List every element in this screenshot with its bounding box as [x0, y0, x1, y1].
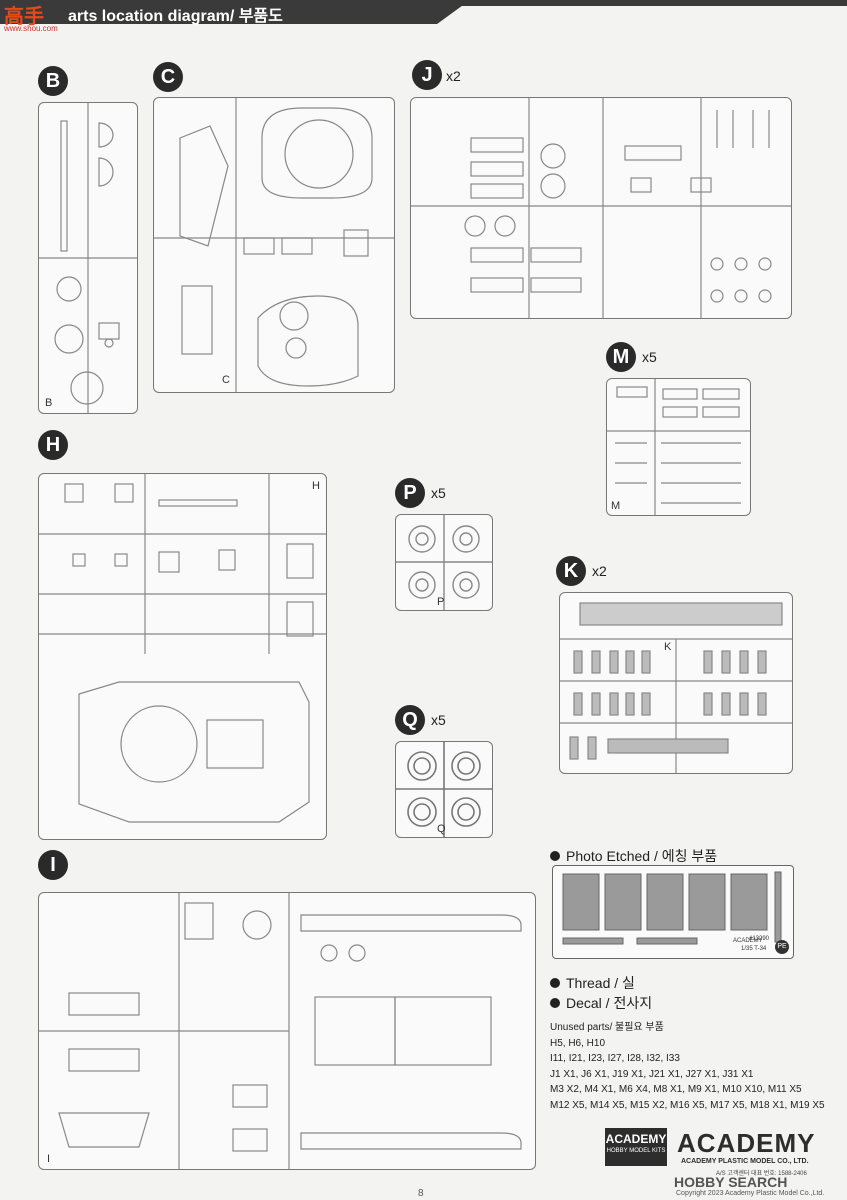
- sprue-letter-j: J: [412, 60, 442, 90]
- sprue-letter-i: I: [38, 850, 68, 880]
- sprue-letter-k: K: [556, 556, 586, 586]
- unused-line: M3 X2, M4 X1, M6 X4, M8 X1, M9 X1, M10 X…: [550, 1084, 802, 1095]
- bullet-icon: [550, 998, 560, 1008]
- sprue-p-multiplier: x5: [431, 485, 446, 501]
- sprue-m-frame: M: [606, 378, 751, 516]
- sprue-h-corner-label: H: [312, 480, 320, 492]
- legend-thread: Thread / 실: [550, 973, 635, 993]
- header-bar-line: [448, 0, 847, 6]
- sprue-letter-h: H: [38, 430, 68, 460]
- sprue-m-multiplier: x5: [642, 349, 657, 365]
- unused-title: Unused parts/ 불필요 부품: [550, 1022, 664, 1033]
- sprue-j-frame: [410, 97, 792, 319]
- sprue-k-frame: K: [559, 592, 793, 774]
- unused-line: I11, I21, I23, I27, I28, I32, I33: [550, 1053, 680, 1064]
- academy-logo: ACADEMY: [677, 1128, 816, 1158]
- bullet-icon: [550, 978, 560, 988]
- legend-decal: Decal / 전사지: [550, 993, 652, 1013]
- unused-line: J1 X1, J6 X1, J19 X1, J21 X1, J27 X1, J3…: [550, 1068, 754, 1080]
- sprue-i-corner-label: I: [47, 1153, 51, 1165]
- page-number: 8: [418, 1188, 424, 1199]
- photo-etched-fret: ACADEMY #13290 1/35 T-34 PE: [552, 865, 794, 959]
- pe-brand: ACADEMY: [733, 938, 763, 944]
- copyright: Copyright 2023 Academy Plastic Model Co.…: [676, 1190, 825, 1197]
- sprue-q-corner-label: Q: [437, 823, 446, 835]
- sprue-b-frame: B: [38, 102, 138, 414]
- sprue-m-corner-label: M: [611, 500, 621, 512]
- sprue-q-frame: Q: [395, 741, 493, 838]
- bullet-icon: [550, 851, 560, 861]
- sprue-q-multiplier: x5: [431, 712, 446, 728]
- sprue-k-multiplier: x2: [592, 563, 607, 579]
- sprue-p-frame: P: [395, 514, 493, 611]
- pe-code: #13290: [749, 936, 770, 942]
- sprue-j-multiplier: x2: [446, 68, 461, 84]
- unused-line: H5, H6, H10: [550, 1037, 606, 1049]
- header-bar: [0, 0, 470, 24]
- sprue-letter-q: Q: [395, 705, 425, 735]
- service-line: A/S 고객센터 대표 번호: 1588-2406: [716, 1171, 807, 1177]
- company-name: ACADEMY PLASTIC MODEL CO., LTD.: [681, 1158, 809, 1165]
- hobby-search-watermark: HOBBY SEARCH: [674, 1174, 788, 1190]
- sprue-letter-c: C: [153, 62, 183, 92]
- sprue-c-corner-label: C: [222, 374, 230, 386]
- sprue-letter-b: B: [38, 66, 68, 96]
- legend-photo-etched: Photo Etched / 에칭 부품: [550, 846, 717, 866]
- watermark-logo: 高手 www.shou.com: [4, 6, 58, 33]
- page-title: arts location diagram/ 부품도: [68, 8, 283, 25]
- sprue-h-frame: H: [38, 473, 327, 840]
- academy-logo-box: ACADEMY HOBBY MODEL KITS: [605, 1128, 667, 1166]
- unused-line: M12 X5, M14 X5, M15 X2, M16 X5, M17 X5, …: [550, 1099, 825, 1111]
- pe-scale: 1/35 T-34: [741, 946, 767, 952]
- unused-parts: Unused parts/ 불필요 부품 H5, H6, H10 I11, I2…: [550, 1020, 835, 1113]
- sprue-b-corner-label: B: [45, 397, 53, 409]
- pe-badge: PE: [775, 940, 789, 954]
- sprue-letter-p: P: [395, 478, 425, 508]
- sprue-letter-m: M: [606, 342, 636, 372]
- sprue-c-frame: C: [153, 97, 395, 393]
- sprue-i-frame: I: [38, 892, 536, 1170]
- sprue-k-corner-label: K: [664, 641, 672, 653]
- sprue-p-corner-label: P: [437, 596, 445, 608]
